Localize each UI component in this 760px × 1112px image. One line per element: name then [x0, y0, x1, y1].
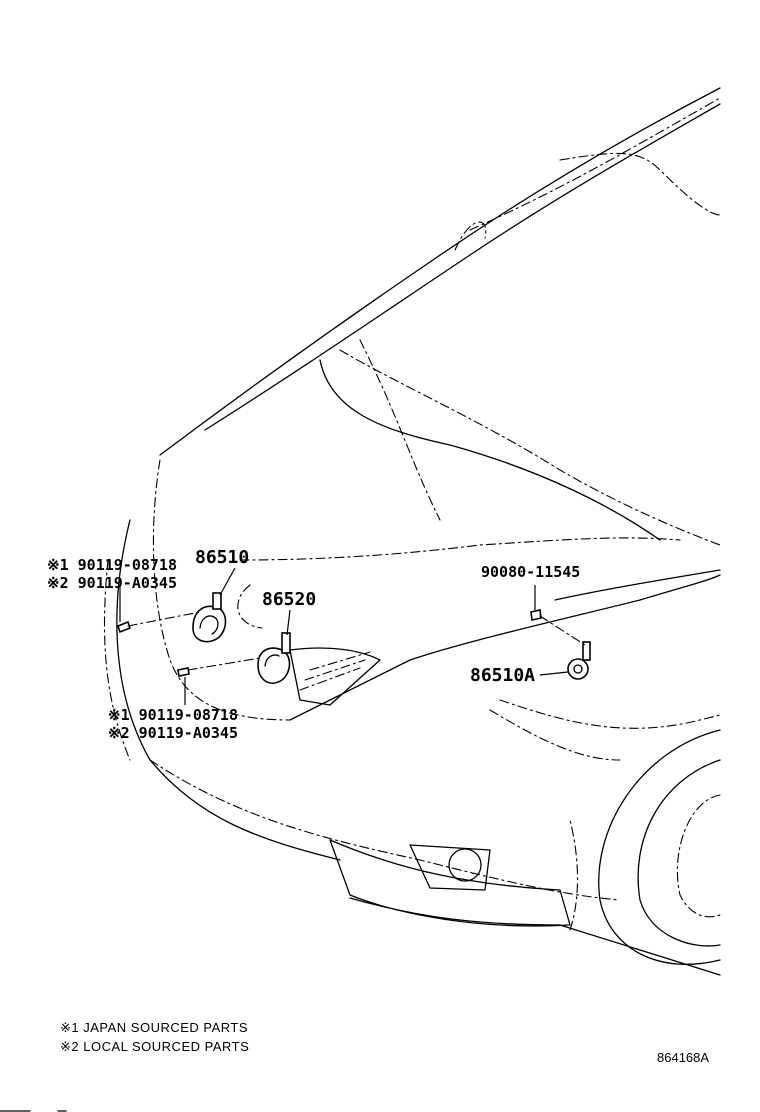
grille-upper-dash: [239, 537, 681, 561]
tire-inner-dash: [676, 794, 721, 918]
bumper-lower-dash: [149, 759, 621, 901]
windshield-line: [469, 97, 721, 231]
bumper-left-dash: [152, 459, 291, 721]
install-line-bolt: [539, 615, 586, 646]
part-label-screw-top-2: ※2 90119-A0345: [47, 574, 177, 592]
fender-dash: [489, 709, 621, 761]
part-label-86510: 86510: [195, 547, 250, 568]
install-line-bottom: [187, 657, 261, 671]
hood-crease: [319, 359, 661, 541]
legend-note-2: ※2 LOCAL SOURCED PARTS: [60, 1039, 250, 1054]
grille-slats: [299, 651, 371, 691]
install-line-top: [127, 611, 201, 627]
screw-bottom: [177, 667, 190, 677]
leader-86510: [219, 567, 236, 596]
horn-86510A: [567, 641, 591, 680]
fog-lamp-bezel: [409, 844, 491, 891]
leader-86510A: [539, 671, 569, 676]
horn-86510: [192, 592, 227, 643]
grille-lower-edge: [289, 574, 721, 721]
part-label-screw-bottom-1: ※1 90119-08718: [108, 706, 238, 724]
horn-sweep-arc: [237, 584, 263, 629]
part-label-screw-bottom-2: ※2 90119-A0345: [108, 724, 238, 742]
rocker-line: [349, 897, 721, 976]
part-label-screw-top-1: ※1 90119-08718: [47, 556, 177, 574]
lower-bumper-panel: [329, 839, 571, 927]
wiper-line: [454, 221, 487, 251]
hood-inner-line: [204, 103, 721, 431]
headlamp-upper-line: [554, 569, 721, 601]
hood-dash-crease: [339, 349, 721, 546]
part-label-bolt: 90080-11545: [481, 563, 581, 581]
hood-edge-line: [159, 87, 721, 456]
bumper-corner-dash: [569, 819, 578, 931]
screw-top: [117, 620, 131, 634]
grille-frame: [289, 647, 381, 706]
bolt-90080: [530, 609, 542, 621]
horn-86520: [257, 632, 291, 684]
legend-note-1: ※1 JAPAN SOURCED PARTS: [60, 1020, 249, 1035]
illustration-ref-number: 864168A: [657, 1050, 710, 1065]
hood-center-dash: [359, 339, 441, 521]
roof-dash-line: [559, 152, 721, 216]
wheel-arch: [598, 729, 721, 965]
part-label-86520: 86520: [262, 589, 317, 610]
leader-86520: [286, 609, 291, 636]
fog-lamp: [448, 848, 482, 882]
bumper-outer-dash: [103, 559, 131, 761]
part-label-86510A: 86510A: [470, 665, 536, 686]
headlamp-lower-dash: [499, 699, 721, 729]
tire-outline: [637, 759, 721, 947]
